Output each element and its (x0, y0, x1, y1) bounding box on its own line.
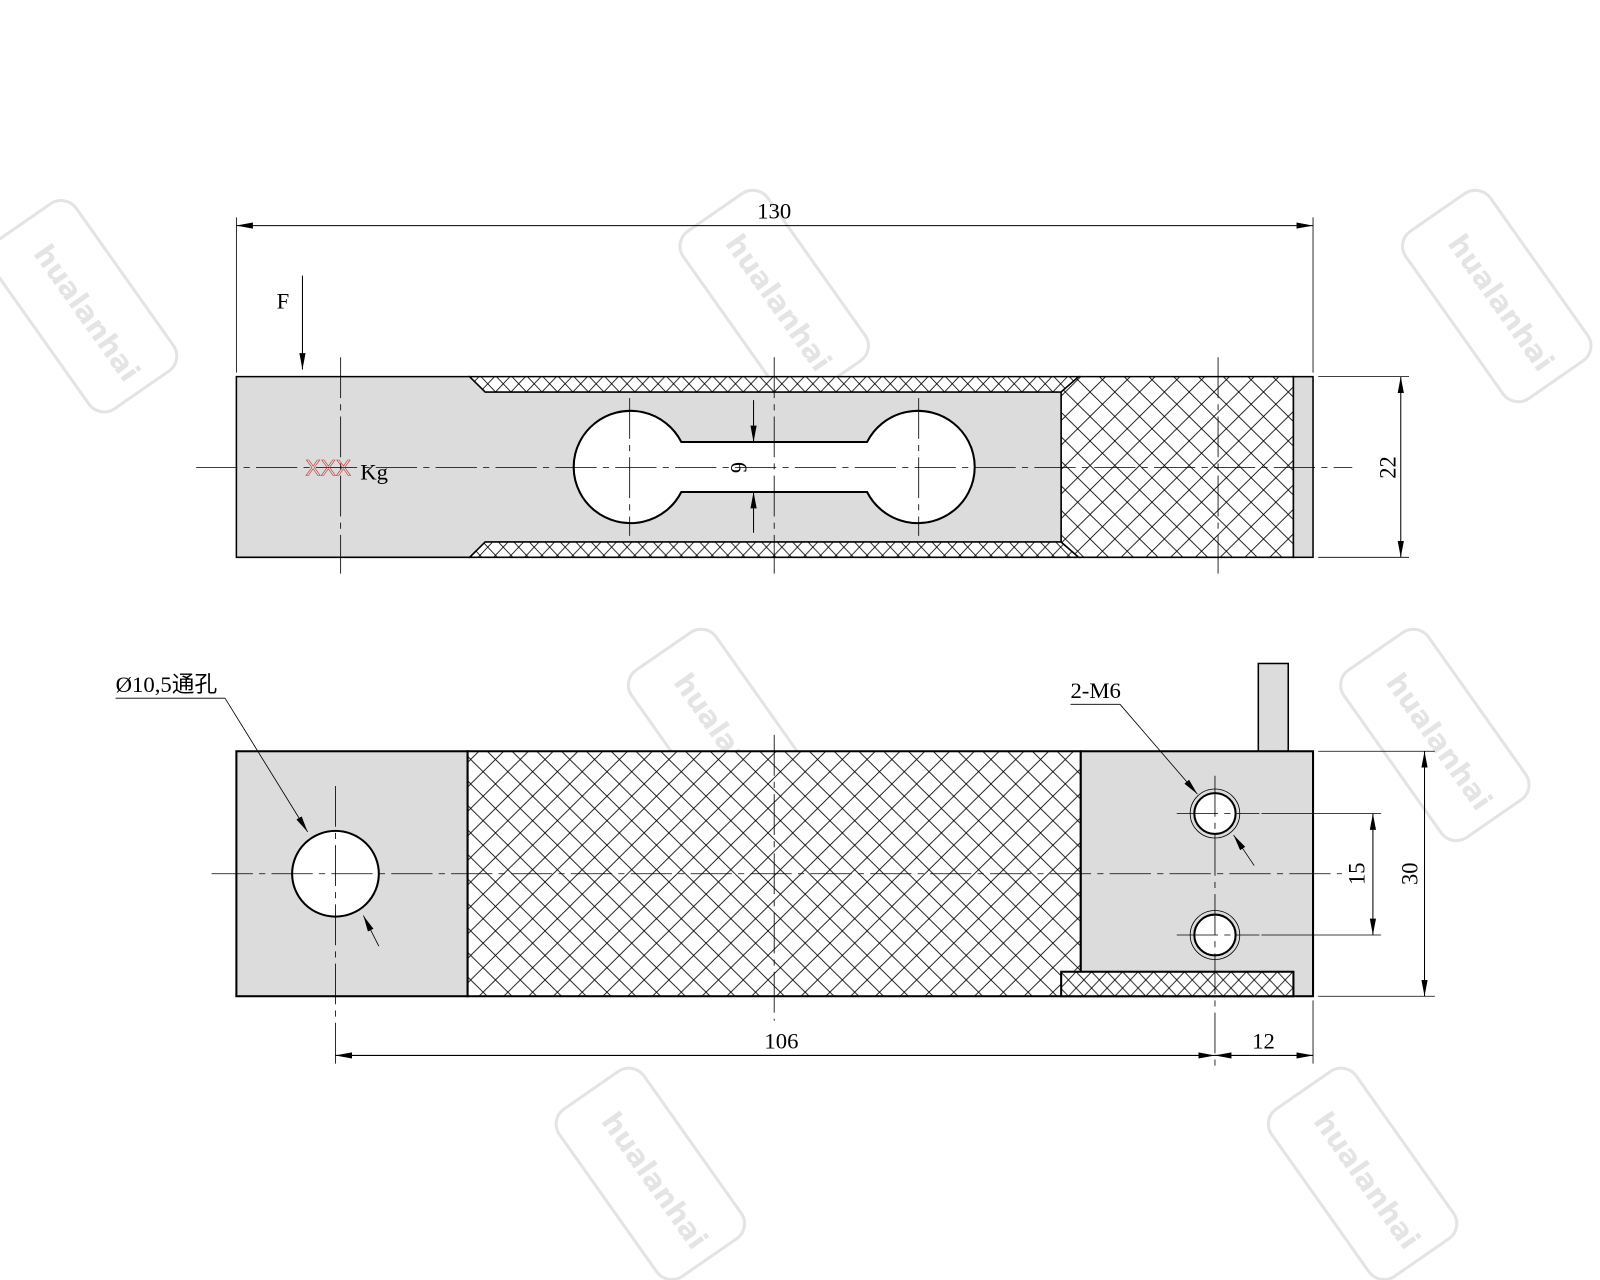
svg-text:hualanhai: hualanhai (595, 1106, 715, 1255)
cover-hatch (1060, 375, 1295, 559)
svg-text:hualanhai: hualanhai (1379, 667, 1499, 816)
bottom-view: Ø10,5通孔 2-M6 15 30 106 12 (116, 662, 1435, 1067)
svg-text:hualanhai: hualanhai (27, 238, 147, 387)
watermarks: hualanhai hualanhai hualanhai hualanhai … (0, 188, 1593, 1280)
top-view: 130 F XXX Kg 6 22 (196, 199, 1410, 574)
svg-text:hualanhai: hualanhai (1307, 1106, 1427, 1255)
dim-130: 130 (757, 199, 791, 224)
dim-15: 15 (1345, 863, 1370, 885)
capacity-value: XXX (306, 456, 351, 481)
dim-30: 30 (1397, 863, 1422, 885)
watermark-logo: hualanhai (554, 1066, 747, 1280)
dim-6: 6 (726, 462, 751, 473)
centerlines (211, 734, 1342, 1067)
watermark-logo: hualanhai (1339, 627, 1531, 843)
through-hole-label: Ø10,5通孔 (116, 672, 218, 697)
cable (1257, 662, 1290, 753)
dim-22: 22 (1376, 456, 1401, 478)
centerlines (196, 357, 1353, 574)
watermark-logo: hualanhai (1266, 1066, 1459, 1280)
watermark-logo: hualanhai (0, 199, 179, 414)
dim-12: 12 (1252, 1028, 1275, 1053)
svg-text:hualanhai: hualanhai (1441, 228, 1561, 377)
svg-text:hualanhai: hualanhai (719, 228, 839, 377)
capacity-unit: Kg (360, 460, 388, 485)
thread-label: 2-M6 (1070, 678, 1120, 703)
cover-strip (1060, 970, 1295, 998)
dim-106: 106 (764, 1028, 798, 1053)
watermark-logo: hualanhai (1401, 188, 1593, 404)
force-label: F (277, 288, 290, 313)
end-plate (1292, 375, 1314, 559)
